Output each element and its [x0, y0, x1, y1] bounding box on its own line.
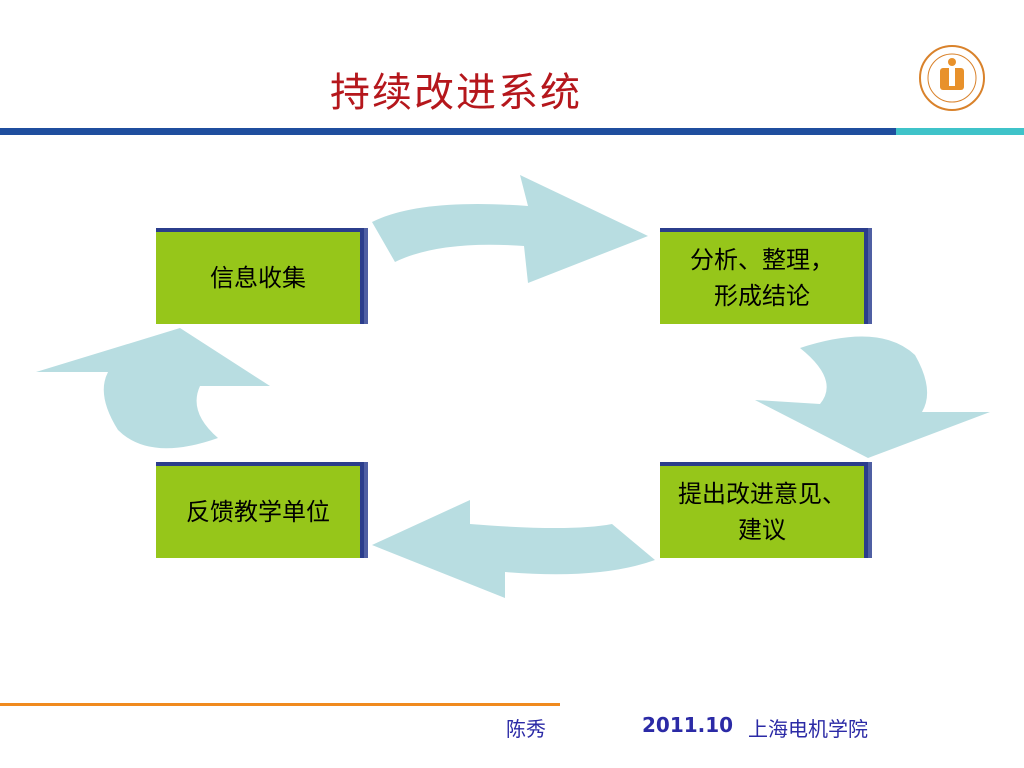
step-box-analyze: 分析、整理， 形成结论	[660, 228, 868, 324]
footer-divider	[0, 703, 560, 706]
header-bar-dark	[0, 128, 896, 135]
university-seal-icon	[919, 45, 985, 111]
step-text-line2: 形成结论	[714, 282, 810, 310]
step-text: 分析、整理，	[690, 246, 834, 274]
step-box-suggest: 提出改进意见、 建议	[660, 462, 868, 558]
slide-title: 持续改进系统	[330, 70, 582, 116]
step-box-collect: 信息收集	[156, 228, 364, 324]
arrow-left	[36, 328, 270, 449]
header-bar-light	[896, 128, 1024, 135]
arrow-top	[372, 175, 648, 283]
footer-date: 2011.10	[642, 713, 734, 737]
arrow-bottom	[372, 500, 655, 598]
step-text: 信息收集	[210, 264, 306, 292]
arrow-right	[755, 336, 990, 458]
step-text: 反馈教学单位	[186, 498, 330, 526]
step-text-line2: 建议	[738, 516, 786, 544]
footer-author: 陈秀	[506, 717, 546, 741]
step-box-feedback: 反馈教学单位	[156, 462, 364, 558]
step-text: 提出改进意见、	[678, 480, 846, 508]
footer-school: 上海电机学院	[748, 717, 868, 741]
